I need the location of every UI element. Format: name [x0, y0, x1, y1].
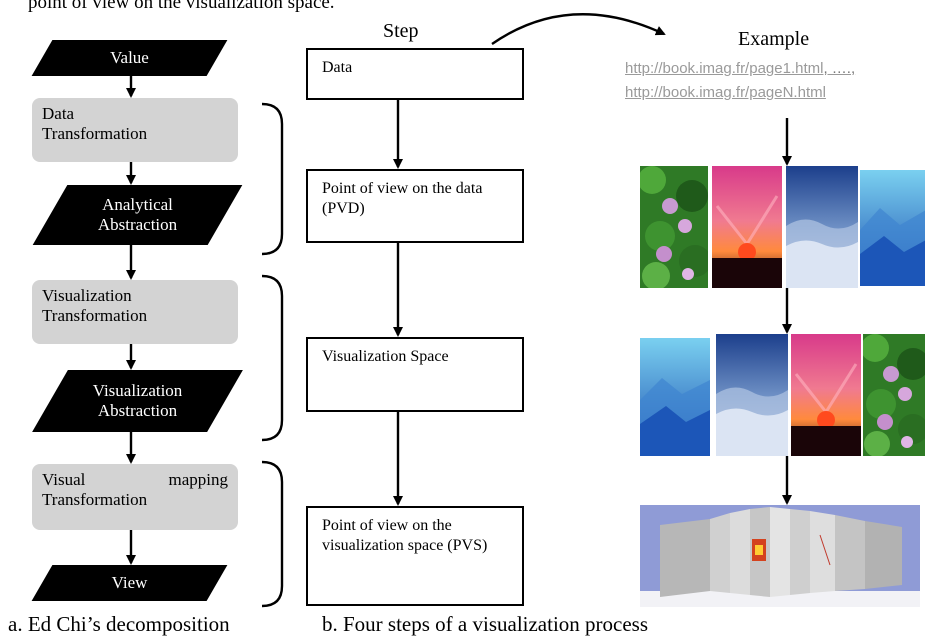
url-last-link[interactable]: http://book.imag.fr/pageN.html [625, 84, 826, 101]
view-node: View [31, 565, 228, 601]
book-pages-icon [640, 505, 920, 607]
flower-image-tile-2 [863, 334, 925, 456]
waves-icon [716, 334, 788, 456]
url-first-link[interactable]: http://book.imag.fr/page1.html, …., [625, 60, 856, 77]
step-data-box: Data [306, 48, 524, 100]
pvs-3d-view-image [640, 505, 920, 607]
waves-image-tile-2 [716, 334, 788, 456]
step-pvs-box: Point of view on the visualization space… [306, 506, 524, 606]
url-separator: , …., [823, 60, 856, 77]
mountains-icon [860, 170, 925, 286]
analytical-abstraction-node: Analytical Abstraction [32, 185, 243, 245]
flower-icon [640, 166, 708, 288]
example-title: Example [738, 28, 810, 50]
visualization-abstraction-node: Visualization Abstraction [32, 370, 243, 432]
sunset-icon [791, 334, 861, 456]
flower-icon [863, 334, 925, 456]
mountains-image-tile-2 [640, 338, 710, 456]
header-text: point of view on the visualization space… [28, 0, 335, 13]
sunset-image-tile-2 [791, 334, 861, 456]
waves-image-tile [786, 166, 858, 288]
mountains-icon [640, 338, 710, 456]
caption-left: a. Ed Chi’s decomposition [8, 612, 230, 636]
visualization-transformation-node: Visualization Transformation [32, 280, 238, 344]
waves-icon [786, 166, 858, 288]
mountains-image-tile [860, 170, 925, 286]
step-visualization-space-box: Visualization Space [306, 337, 524, 412]
step-title: Step [383, 20, 419, 42]
sunset-image-tile [712, 166, 782, 288]
visual-mapping-transformation-node: Visual mapping Transformation [32, 464, 238, 530]
value-node: Value [31, 40, 228, 76]
caption-right: b. Four steps of a visualization process [322, 612, 649, 636]
step-pvd-box: Point of view on the data (PVD) [306, 169, 524, 243]
data-transformation-node: Data Transformation [32, 98, 238, 162]
sunset-icon [712, 166, 782, 288]
flower-image-tile [640, 166, 708, 288]
